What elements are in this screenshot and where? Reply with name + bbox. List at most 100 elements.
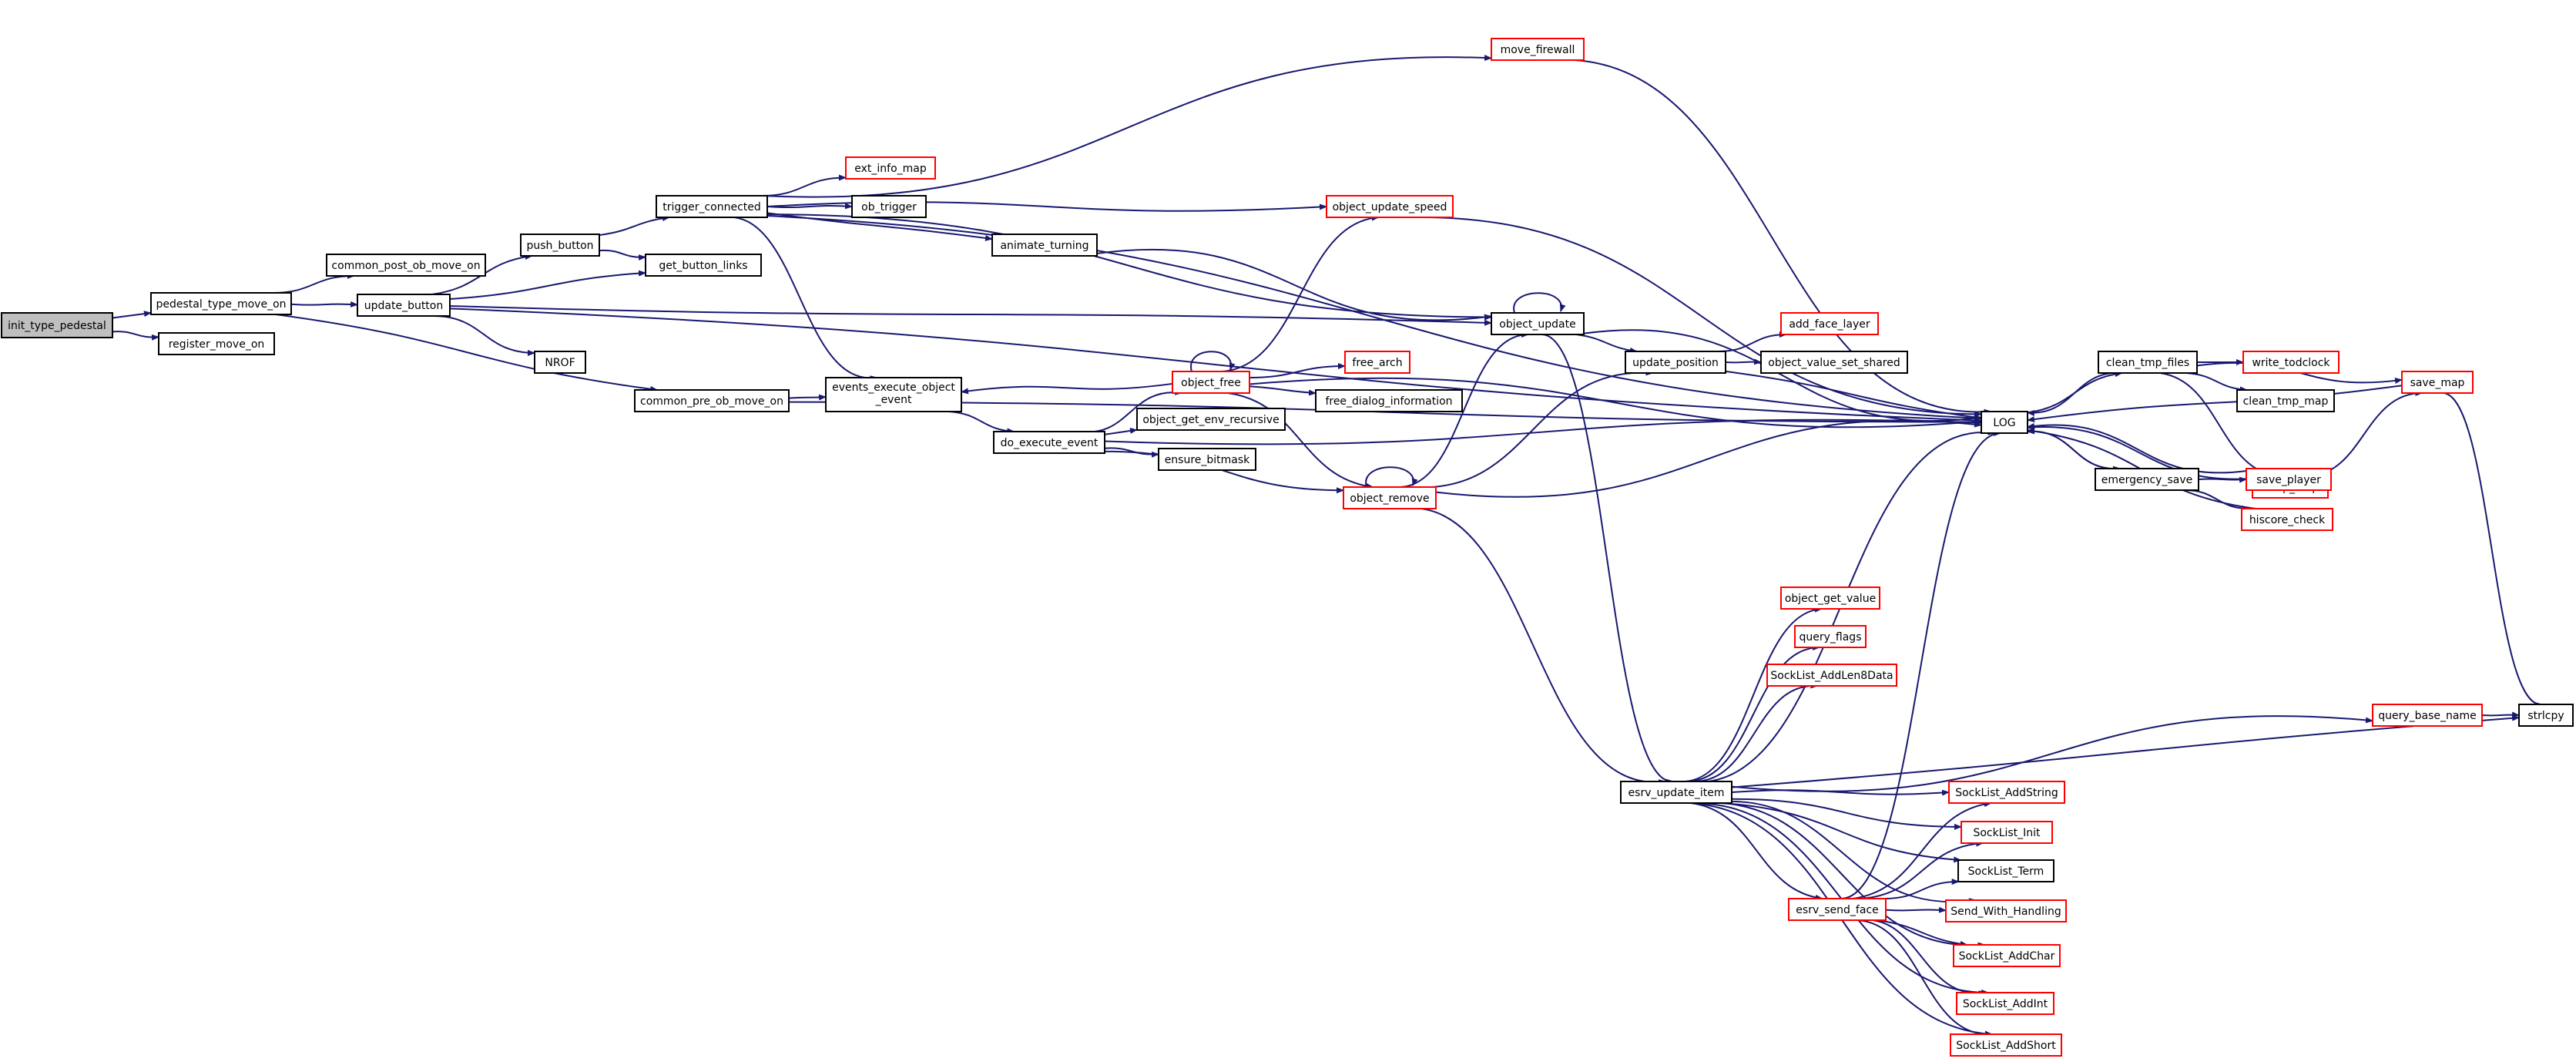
node-box <box>1788 898 1887 921</box>
node-strlcpy[interactable]: strlcpy <box>2518 704 2574 727</box>
node-query_flags[interactable]: query_flags <box>1794 625 1867 648</box>
node-box <box>1491 38 1585 61</box>
node-update_position[interactable]: update_position <box>1625 351 1726 374</box>
node-trigger_connected[interactable]: trigger_connected <box>656 195 768 218</box>
node-events_execute_object_event[interactable]: events_execute_object_event <box>825 377 962 412</box>
node-label: Send_With_Handling <box>1950 906 2061 918</box>
node-label: common_pre_ob_move_on <box>640 395 783 408</box>
node-box <box>993 431 1105 454</box>
node-hiscore_check[interactable]: hiscore_check <box>2241 508 2333 531</box>
node-box <box>851 195 927 218</box>
node-label: save_player <box>2256 474 2321 486</box>
node-SockList_AddShort[interactable]: SockList_AddShort <box>1950 1033 2062 1057</box>
node-object_update_speed[interactable]: object_update_speed <box>1326 195 1454 218</box>
node-label: object_free <box>1181 377 1241 389</box>
node-label: SockList_AddShort <box>1956 1040 2056 1052</box>
node-object_remove[interactable]: object_remove <box>1343 486 1437 509</box>
node-label: push_button <box>526 240 593 252</box>
node-box <box>520 234 600 257</box>
node-object_update[interactable]: object_update <box>1491 312 1585 335</box>
node-SockList_Term[interactable]: SockList_Term <box>1957 859 2054 882</box>
node-ensure_bitmask[interactable]: ensure_bitmask <box>1158 448 1256 471</box>
node-box <box>1620 781 1732 804</box>
node-update_button[interactable]: update_button <box>357 294 451 317</box>
node-box <box>825 377 962 412</box>
node-label: esrv_update_item <box>1628 787 1725 799</box>
node-clean_tmp_files[interactable]: clean_tmp_files <box>2098 351 2198 374</box>
node-push_button[interactable]: push_button <box>520 234 600 257</box>
node-common_post_ob_move_on[interactable]: common_post_ob_move_on <box>326 254 486 277</box>
edge-object_update-to-object_update <box>1513 292 1566 314</box>
node-init_type_pedestal[interactable]: init_type_pedestal <box>1 312 113 338</box>
node-label: register_move_on <box>169 338 265 351</box>
node-do_execute_event[interactable]: do_execute_event <box>993 431 1105 454</box>
node-box <box>2098 351 2198 374</box>
edge-update_position-to-object_value_set_shared <box>1725 358 1762 365</box>
node-esrv_send_face[interactable]: esrv_send_face <box>1788 898 1887 921</box>
node-esrv_update_item[interactable]: esrv_update_item <box>1620 781 1732 804</box>
node-emergency_save[interactable]: emergency_save <box>2095 468 2199 491</box>
edge-object_free-to-object_update_speed <box>1222 214 1380 372</box>
node-save_map[interactable]: save_map <box>2401 371 2474 394</box>
node-label: common_post_ob_move_on <box>331 260 480 272</box>
node-ob_trigger[interactable]: ob_trigger <box>851 195 927 218</box>
edge-object_remove-to-object_remove <box>1365 466 1418 488</box>
node-label: hiscore_check <box>2249 514 2326 526</box>
node-box <box>326 254 486 277</box>
edge-object_free-to-events_execute_object_event <box>961 382 1173 395</box>
node-box <box>1794 625 1867 648</box>
edge-esrv_send_face-to-SockList_Init <box>1860 840 1984 899</box>
node-label: SockList_Term <box>1968 865 2044 878</box>
node-SockList_AddChar[interactable]: SockList_AddChar <box>1953 944 2061 967</box>
node-register_move_on[interactable]: register_move_on <box>158 332 275 355</box>
node-free_arch[interactable]: free_arch <box>1344 351 1410 374</box>
node-object_free[interactable]: object_free <box>1172 371 1250 394</box>
node-object_get_value[interactable]: object_get_value <box>1780 586 1880 610</box>
edge-trigger_connected-to-object_update <box>766 213 1492 321</box>
edge-clean_tmp_files-to-LOG <box>2027 371 2122 417</box>
nodes-layer: init_type_pedestal pedestal_type_move_onr… <box>1 38 2574 1057</box>
node-SockList_AddInt[interactable]: SockList_AddInt <box>1956 992 2054 1015</box>
node-common_pre_ob_move_on[interactable]: common_pre_ob_move_on <box>634 389 790 412</box>
node-move_firewall[interactable]: move_firewall <box>1491 38 1585 61</box>
node-box <box>2236 389 2335 412</box>
node-clean_tmp_map[interactable]: clean_tmp_map <box>2236 389 2335 412</box>
node-NROF[interactable]: NROF <box>534 351 586 374</box>
node-label: ensure_bitmask <box>1165 454 1250 466</box>
node-get_button_links[interactable]: get_button_links <box>645 254 762 277</box>
node-ext_info_map[interactable]: ext_info_map <box>845 156 936 180</box>
edge-swap_map-to-LOG <box>2027 424 2253 480</box>
edge-trigger_connected-to-events_execute_object_event <box>722 216 878 382</box>
node-box <box>1172 371 1250 394</box>
node-pedestal_type_move_on[interactable]: pedestal_type_move_on <box>150 292 292 315</box>
node-SockList_AddLen8Data[interactable]: SockList_AddLen8Data <box>1766 664 1897 687</box>
node-label: esrv_send_face <box>1796 904 1878 916</box>
edge-trigger_connected-to-ob_trigger <box>766 203 853 210</box>
node-object_value_set_shared[interactable]: object_value_set_shared <box>1760 351 1908 374</box>
edge-trigger_connected-to-ext_info_map <box>761 174 847 197</box>
node-box <box>2241 508 2333 531</box>
node-label: ext_info_map <box>854 163 927 175</box>
node-save_player[interactable]: save_player <box>2246 468 2332 491</box>
node-label: query_flags <box>1800 631 1862 644</box>
node-Send_With_Handling[interactable]: Send_With_Handling <box>1945 899 2067 923</box>
node-SockList_Init[interactable]: SockList_Init <box>1961 821 2053 844</box>
node-write_todclock[interactable]: write_todclock <box>2242 351 2340 374</box>
edge-esrv_update_item-to-SockList_Init <box>1731 798 1962 830</box>
edge-esrv_send_face-to-SockList_AddChar <box>1877 919 1968 947</box>
node-box <box>1950 1033 2062 1057</box>
node-label: save_map <box>2410 377 2465 389</box>
node-object_get_env_recursive[interactable]: object_get_env_recursive <box>1136 408 1286 431</box>
edge-update_position-to-LOG <box>1725 370 1982 421</box>
node-query_base_name[interactable]: query_base_name <box>2372 704 2483 727</box>
node-SockList_AddString[interactable]: SockList_AddString <box>1948 781 2065 804</box>
node-animate_turning[interactable]: animate_turning <box>991 234 1098 257</box>
node-label: object_update_speed <box>1333 201 1447 213</box>
node-add_face_layer[interactable]: add_face_layer <box>1780 312 1879 335</box>
edge-push_button-to-get_button_links <box>599 249 646 261</box>
node-LOG[interactable]: LOG <box>1981 411 2028 434</box>
node-label: pedestal_type_move_on <box>156 298 286 311</box>
node-free_dialog_information[interactable]: free_dialog_information <box>1315 389 1463 412</box>
node-label: object_update <box>1499 318 1575 331</box>
